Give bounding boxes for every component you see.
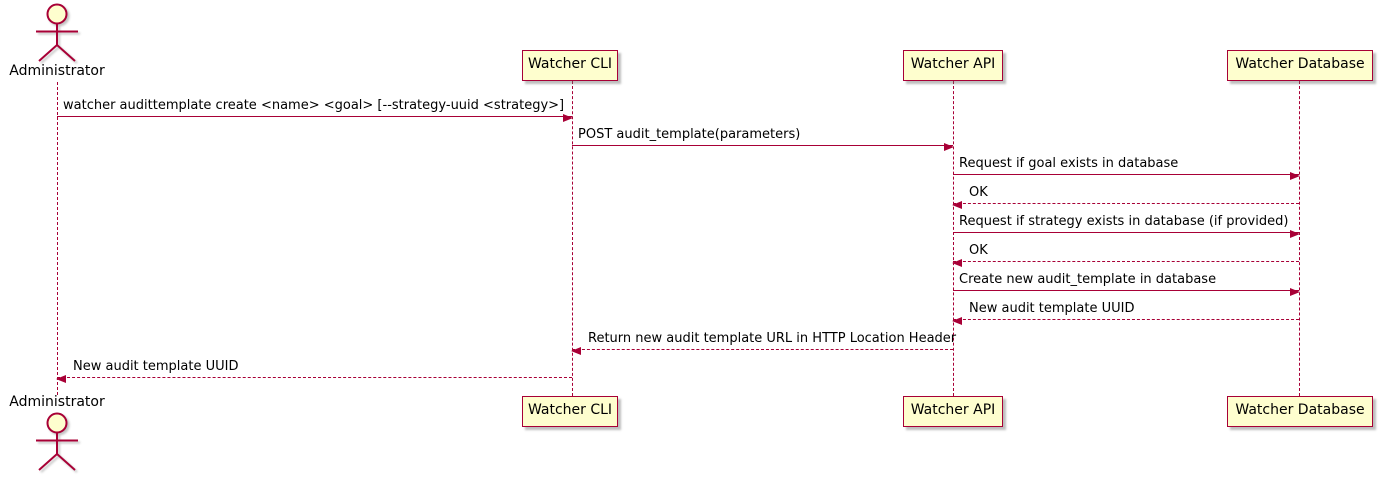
message-5-line [953,230,1300,238]
message-7-line [953,288,1300,296]
lifeline-watcher-cli [572,81,573,396]
arrowhead-left-icon [56,375,66,383]
actor-label-administrator-top: Administrator [9,63,105,79]
message-5: Request if strategy exists in database (… [953,211,1300,238]
message-9-label: Return new audit template URL in HTTP Lo… [588,331,957,346]
message-5-label: Request if strategy exists in database (… [959,214,1289,229]
administrator-actor-icon [36,3,78,62]
message-7-label: Create new audit_template in database [959,272,1217,287]
message-9-line [571,347,953,355]
participant-watcher-database-bottom: Watcher Database [1227,396,1373,427]
message-8-label: New audit template UUID [969,301,1135,316]
participant-watcher-database-top: Watcher Database [1227,50,1373,81]
message-2-label: POST audit_template(parameters) [578,127,801,142]
message-2-line [572,143,954,151]
arrowhead-right-icon [944,143,954,151]
message-3-line [953,172,1300,180]
message-1-line [57,114,573,122]
administrator-actor-icon [36,412,78,471]
arrowhead-right-icon [1290,230,1300,238]
message-6: OK [952,240,1299,267]
message-2: POST audit_template(parameters) [572,124,954,151]
message-3: Request if goal exists in database [953,153,1300,180]
message-4-line [952,201,1299,209]
lifeline-watcher-api [953,81,954,396]
arrowhead-left-icon [571,347,581,355]
message-7: Create new audit_template in database [953,269,1300,296]
arrowhead-right-icon [563,114,573,122]
participant-watcher-cli-top: Watcher CLI [522,50,618,81]
message-10: New audit template UUID [56,356,572,383]
message-1: watcher audittemplate create <name> <goa… [57,95,573,122]
arrowhead-right-icon [1290,288,1300,296]
arrowhead-left-icon [952,259,962,267]
message-4: OK [952,182,1299,209]
message-6-label: OK [969,243,988,258]
arrowhead-left-icon [952,201,962,209]
message-9: Return new audit template URL in HTTP Lo… [571,328,957,355]
message-1-label: watcher audittemplate create <name> <goa… [63,98,565,113]
participant-watcher-api-top: Watcher API [903,50,1003,81]
message-10-line [56,375,572,383]
participant-watcher-api-bottom: Watcher API [903,396,1003,427]
message-6-line [952,259,1299,267]
actor-label-administrator-bottom: Administrator [9,394,105,410]
message-4-label: OK [969,185,988,200]
arrowhead-left-icon [952,317,962,325]
message-10-label: New audit template UUID [73,359,239,374]
message-8: New audit template UUID [952,298,1299,325]
message-8-line [952,317,1299,325]
lifeline-administrator [57,82,58,395]
participant-watcher-cli-bottom: Watcher CLI [522,396,618,427]
lifeline-watcher-database [1299,81,1300,396]
arrowhead-right-icon [1290,172,1300,180]
message-3-label: Request if goal exists in database [959,156,1179,171]
